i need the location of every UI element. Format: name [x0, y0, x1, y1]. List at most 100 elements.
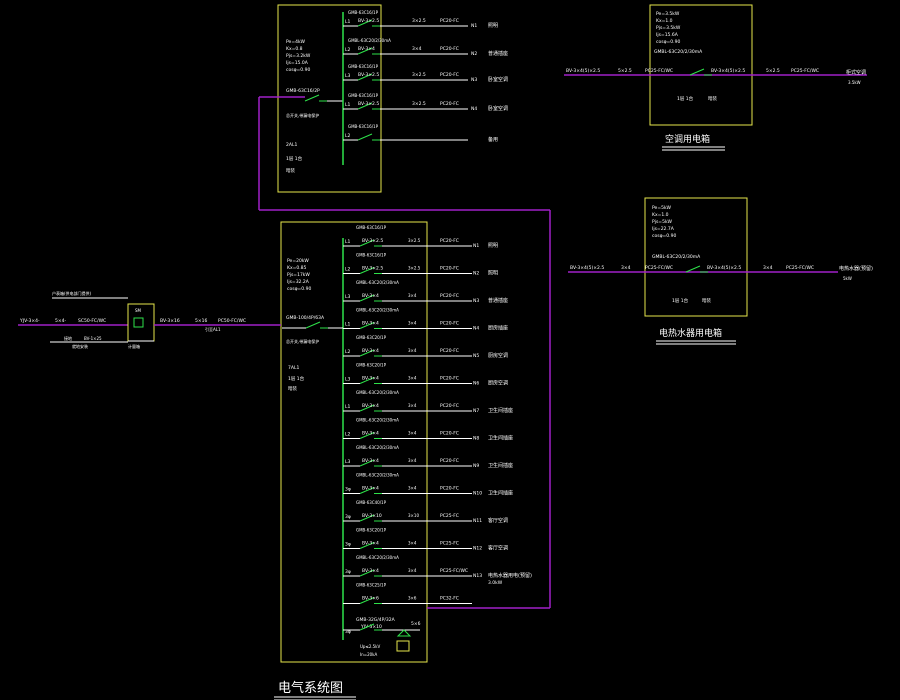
heater-param: Ijs=22.7A [652, 226, 675, 232]
al1-circuit-use: 客厅空调 [488, 545, 508, 552]
al1-circuit-size: 3×4 [408, 541, 417, 546]
al1-circuit-pipe: PC20-FC [440, 403, 459, 409]
ac-in-cable: BV-3×4(5)×2.5 [566, 68, 600, 74]
al2-box [277, 4, 382, 193]
al2-param: Kx=0.8 [286, 46, 303, 52]
al2-circuit-breaker: GMB-63C16/1P [348, 124, 379, 129]
ac-in-size: 5×2.5 [618, 68, 632, 74]
al2-param: Ijs=15.0A [286, 60, 309, 66]
al1-spd-breaker [359, 623, 375, 631]
al1-circuit-no: N5 [473, 353, 479, 359]
al1-circuit-pipe: PC20-FC [440, 238, 459, 244]
al1-circuit-breaker-symbol [359, 377, 375, 384]
al1-circuit-size: 3×2.5 [408, 266, 421, 271]
al2-circuit-cable: BV-3×2.5 [358, 101, 379, 107]
heater-param: Pe=5kW [652, 205, 672, 211]
heater-box-title: 电热水器用电箱 [659, 327, 722, 339]
al2-circuit-breaker-symbol [357, 73, 373, 81]
heater-param: Pjs=5kW [652, 219, 673, 225]
ac-box [649, 4, 753, 126]
al1-main-breaker-symbol [305, 321, 321, 329]
al1-param: Pe=20kW [287, 258, 309, 264]
al1-circuit-breaker-symbol [359, 597, 375, 604]
al1-circuit-size: 3×10 [408, 513, 419, 518]
al1-circuit-breaker: GMB-63C16/1P [356, 253, 387, 258]
al1-circuit-id: L1 [345, 322, 351, 328]
al1-circuit-breaker: GMB-63C20/1P [356, 528, 387, 533]
ac-in-pipe: PC25-FC/WC [645, 68, 673, 74]
al1-circuit-pipe: PC25-FC [440, 513, 459, 519]
al1-circuit-breaker: GMBL-63C20/2/30mA [356, 445, 399, 450]
al1-circuit-cable: BV-3×2.5 [362, 266, 383, 272]
al2-circuit-id: L1 [345, 19, 351, 25]
al1-circuit-breaker-symbol [359, 322, 375, 329]
al2-circuit-no: N3 [471, 77, 477, 83]
incoming-ground-label: 接地 [64, 335, 72, 341]
al2-circuit-pipe: PC20-FC [440, 46, 459, 52]
al1-circuit-size: 3×4 [408, 568, 417, 573]
al1-spd-phase: 3φ [345, 629, 351, 635]
al1-circuit-use: 厨房空调 [488, 352, 508, 359]
al1-circuit-id: L1 [345, 404, 351, 410]
al1-circuit-size: 3×4 [408, 293, 417, 298]
ac-param: Ijs=15.6A [656, 32, 679, 38]
al1-circuit-pipe: PC20-FC [440, 486, 459, 492]
al1-circuit-no: N2 [473, 271, 479, 277]
al2-circuit-use: 备用 [488, 136, 498, 143]
al1-circuit-cable: BV-3×4 [362, 321, 379, 327]
al1-circuit-no: N9 [473, 463, 479, 469]
al1-circuit-breaker: GMBL-63C20/2/30mA [356, 555, 399, 560]
al1-circuit-cable: BV-3×4 [362, 293, 379, 299]
al1-circuit-breaker: GMBL-63C20/2/30mA [356, 308, 399, 313]
al1-circuit-cable: BV-3×4 [362, 458, 379, 464]
al1-circuit-no: N13 [473, 573, 482, 579]
al2-circuit-breaker-symbol [357, 19, 373, 27]
al1-heater-load: 3.0kW [488, 580, 503, 586]
al1-circuit-size: 3×4 [408, 486, 417, 491]
al1-circuit-no: N10 [473, 491, 482, 497]
al2-box-name: 2AL1 [286, 142, 297, 148]
al1-circuit-breaker-symbol [359, 459, 375, 467]
al1-circuit-no: N4 [473, 326, 479, 332]
al1-circuit-pipe: PC20-FC [440, 431, 459, 437]
ac-param: Pjs=3.5kW [656, 25, 681, 31]
al2-box-note: 1层 1台 [286, 155, 303, 162]
al2-circuit-pipe: PC20-FC [440, 101, 459, 107]
al1-circuit-pipe: PC20-FC [440, 321, 459, 327]
al1-circuit-breaker: GMB-63C16/1P [356, 225, 387, 230]
incoming-pipe-left: SC50-FC/WC [78, 318, 106, 324]
incoming-size-right: 5×16 [195, 318, 207, 324]
al1-circuit-no: N3 [473, 298, 479, 304]
al1-circuit-pipe: PC25-FC [440, 541, 459, 547]
ac-param: Kx=1.0 [656, 18, 673, 24]
al1-circuit-no: N7 [473, 408, 479, 414]
incoming-sub-label: 引至AL1 [205, 326, 221, 332]
al1-circuit-pipe: PC20-FC [440, 266, 459, 272]
al1-circuit-no: N11 [473, 518, 482, 524]
al1-circuit-id: L3 [345, 377, 351, 383]
al1-circuit-breaker-symbol [359, 569, 375, 577]
incoming-size-left: 5×4- [55, 318, 66, 324]
heater-param: cosφ=0.90 [652, 233, 676, 239]
al1-param: Ijs=32.2A [287, 279, 310, 285]
al1-box-note2: 暗装 [288, 385, 297, 392]
al1-circuit-use: 照明 [488, 271, 498, 277]
al2-circuit-use: 普通插座 [488, 50, 508, 57]
incoming-cable-right: BV-3×16 [160, 318, 180, 324]
al1-circuit-use: 普通插座 [488, 297, 508, 304]
al1-param: Kx=0.85 [287, 265, 307, 271]
al1-circuit-use: 厨房空调 [488, 380, 508, 387]
al1-circuit-breaker: GMBL-63C20/2/30mA [356, 280, 399, 285]
incoming-note-top: 户表箱(供电部门提供) [52, 290, 92, 296]
al1-circuit-id: L3 [345, 294, 351, 300]
al1-main-breaker: GMB-100/4P/63A [286, 315, 325, 321]
al1-circuit-size: 3×4 [408, 403, 417, 408]
al2-circuit-cable: BV-3×2.5 [358, 18, 379, 24]
meter-box-label: SM [135, 308, 142, 313]
al1-circuit-cable: BV-3×4 [362, 431, 379, 437]
al1-circuit-use: 卫生间插座 [488, 435, 513, 442]
al1-circuit-use: 客厅空调 [488, 517, 508, 524]
al1-box-name: 7AL1 [288, 365, 299, 371]
al1-circuit-pipe: PC20-FC [440, 458, 459, 464]
